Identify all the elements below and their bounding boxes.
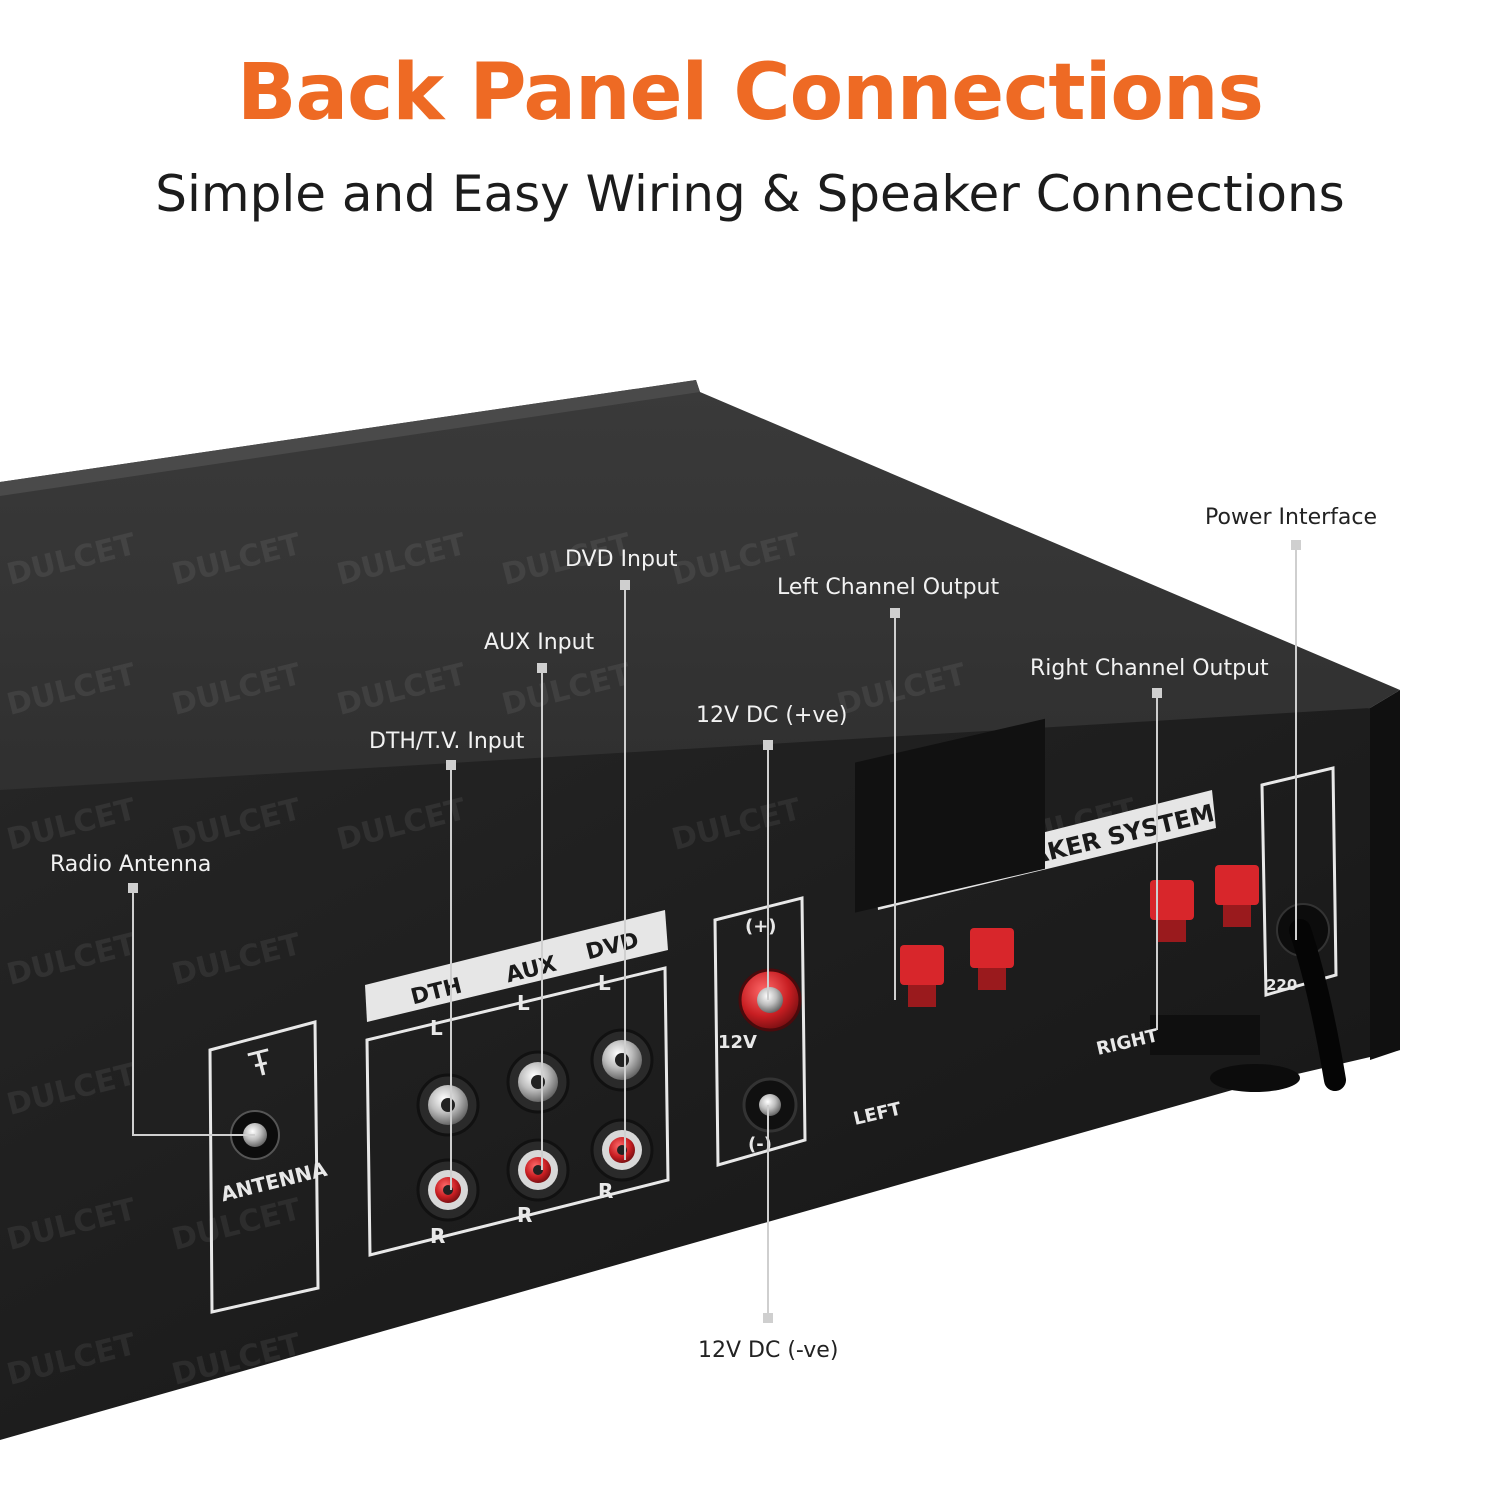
page-subtitle: Simple and Easy Wiring & Speaker Connect… [155, 165, 1345, 223]
right-clip-1 [1150, 880, 1194, 942]
callout-12v-dc-negative: 12V DC (-ve) [698, 1338, 839, 1363]
dc-12v-label: 12V [718, 1032, 757, 1053]
rca-jack-aux-r [506, 1138, 570, 1202]
svg-text:R: R [598, 1179, 613, 1203]
left-clip-1 [900, 945, 944, 1007]
dc-module: (+) 12V (-) [713, 896, 807, 1167]
page-title: Back Panel Connections [237, 48, 1264, 138]
rca-jack-dvd-r [590, 1118, 654, 1182]
rca-jack-dth-l [416, 1073, 480, 1137]
callout-line-antenna [132, 888, 255, 1136]
left-clip-2 [970, 928, 1014, 990]
rca-jack-dth-r [416, 1158, 480, 1222]
callout-lines [132, 545, 1297, 1318]
input-header-strip [365, 910, 668, 1022]
callout-dvd-input: DVD Input [565, 547, 678, 572]
callout-dth-tv-input: DTH/T.V. Input [369, 729, 525, 754]
dc-minus-label: (-) [748, 1134, 772, 1155]
input-module: DTH AUX DVD L L L R R R [365, 910, 670, 1257]
callout-12v-dc-positive: 12V DC (+ve) [696, 703, 848, 728]
chassis-side [1370, 690, 1400, 1060]
callout-right-channel-output: Right Channel Output [1030, 656, 1269, 681]
callout-left-channel-output: Left Channel Output [777, 575, 1000, 600]
dc-plus-label: (+) [745, 916, 777, 937]
power-label: 220 [1266, 976, 1297, 994]
right-clip-2 [1215, 865, 1259, 927]
svg-text:L: L [598, 971, 611, 995]
power-cable [1289, 919, 1346, 1091]
chassis-foot [1210, 1064, 1300, 1092]
callout-anchors [128, 540, 1301, 1323]
rca-jack-aux-l [506, 1050, 570, 1114]
svg-text:R: R [517, 1203, 532, 1227]
power-module: 220 [1260, 766, 1346, 1091]
svg-text:L: L [517, 991, 530, 1015]
rca-jack-dvd-l [590, 1028, 654, 1092]
svg-text:R: R [430, 1224, 445, 1248]
chassis-back-face [0, 700, 1400, 1440]
left-terminal-block [855, 718, 1045, 913]
callout-aux-input: AUX Input [484, 630, 595, 655]
callout-power-interface: Power Interface [1205, 505, 1378, 530]
callout-radio-antenna: Radio Antenna [50, 852, 212, 877]
svg-text:L: L [430, 1016, 443, 1040]
